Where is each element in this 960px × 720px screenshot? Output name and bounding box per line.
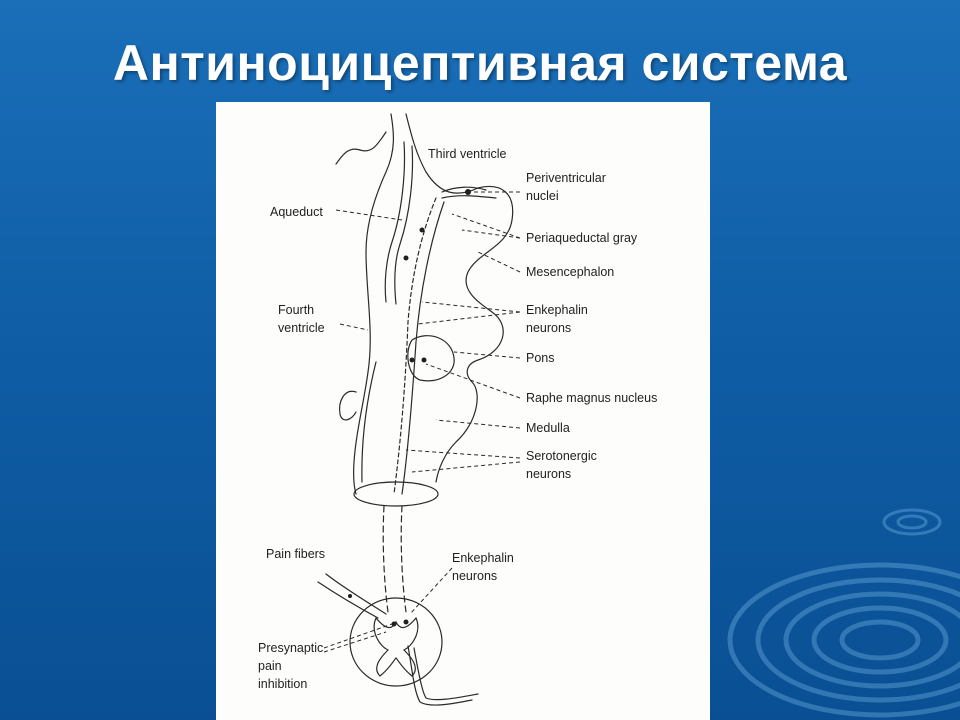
spinal-descending-2 — [400, 505, 407, 613]
label-pons: Pons — [526, 351, 555, 365]
leader-presynaptic — [323, 623, 393, 649]
fourth-ventricle-flap — [339, 390, 357, 421]
leader-pons — [453, 351, 521, 359]
leader-serotonergic — [405, 449, 521, 459]
leader-medulla — [435, 419, 521, 429]
leader-presynaptic-2 — [323, 631, 387, 653]
label-raphe-magnus: Raphe magnus nucleus — [526, 391, 657, 405]
spinal-neuron-1 — [391, 621, 397, 627]
label-mesencephalon: Mesencephalon — [526, 265, 614, 279]
raphe-neuron-2 — [421, 357, 427, 363]
third-ventricle-line — [335, 131, 387, 165]
slide-title: Антиноцицептивная система — [112, 35, 848, 91]
leader-aqueduct — [335, 209, 403, 221]
label-aqueduct: Aqueduct — [270, 205, 323, 219]
label-serotonergic-line2: neurons — [526, 467, 571, 481]
label-periaqueductal-gray: Periaqueductal gray — [526, 231, 638, 245]
descending-tract-2 — [401, 201, 445, 495]
periventricular-fibers — [441, 186, 487, 193]
periventricular-fibers-2 — [441, 195, 497, 199]
label-presynaptic-line3: inhibition — [258, 677, 307, 691]
label-fourth-ventricle-line2: ventricle — [278, 321, 325, 335]
aqueduct-channel-2 — [394, 145, 414, 305]
aqueduct-channel — [384, 141, 406, 303]
spinal-cord — [349, 597, 443, 687]
label-third-ventricle: Third ventricle — [428, 147, 507, 161]
label-presynaptic-line1: Presynaptic — [258, 641, 323, 655]
leader-spinal-enkephalin — [409, 567, 453, 615]
leader-enkephalin-2 — [417, 311, 521, 325]
pain-fiber-line-2 — [325, 573, 387, 615]
pain-fiber-dot — [348, 594, 352, 598]
label-periventricular-line1: Periventricular — [526, 171, 606, 185]
leader-enkephalin — [421, 301, 521, 313]
spinal-output-fiber — [407, 645, 473, 706]
label-serotonergic-line1: Serotonergic — [526, 449, 597, 463]
descending-tract-1 — [393, 197, 437, 495]
leader-fourth-ventricle — [339, 323, 369, 331]
pain-fiber-line-1 — [317, 581, 379, 619]
label-medulla: Medulla — [526, 421, 570, 435]
label-periventricular-line2: nuclei — [526, 189, 559, 203]
leader-mesencephalon — [477, 251, 521, 273]
label-fourth-ventricle-line1: Fourth — [278, 303, 314, 317]
label-enkephalin-neurons-line2: neurons — [526, 321, 571, 335]
brainstem-right-contour — [405, 113, 479, 194]
label-enkephalin-neurons-line1: Enkephalin — [526, 303, 588, 317]
pag-neuron-2 — [403, 255, 409, 261]
leader-raphe — [425, 363, 521, 399]
leader-pag — [451, 213, 521, 239]
antinociceptive-diagram: Third ventricle Periventricular nuclei A… — [216, 102, 710, 720]
pons-bulge — [407, 335, 455, 382]
pag-neuron-1 — [419, 227, 425, 233]
label-presynaptic-line2: pain — [258, 659, 282, 673]
label-spinal-enkephalin-line2: neurons — [452, 569, 497, 583]
leader-pag-2 — [461, 229, 521, 239]
raphe-neuron-1 — [409, 357, 415, 363]
leader-serotonergic-2 — [411, 461, 521, 473]
diagram-svg: Third ventricle Periventricular nuclei A… — [258, 113, 657, 706]
medulla-section — [353, 481, 439, 507]
spinal-neuron-2 — [403, 619, 409, 625]
gray-matter-butterfly — [373, 616, 419, 677]
spinal-output-fiber-2 — [413, 647, 479, 701]
spinal-descending — [382, 505, 389, 613]
medulla-contour — [361, 361, 377, 483]
label-pain-fibers: Pain fibers — [266, 547, 325, 561]
periventricular-neuron — [465, 189, 471, 195]
label-spinal-enkephalin-line1: Enkephalin — [452, 551, 514, 565]
brainstem-left-contour — [353, 113, 394, 495]
mesencephalon-contour — [435, 186, 514, 483]
